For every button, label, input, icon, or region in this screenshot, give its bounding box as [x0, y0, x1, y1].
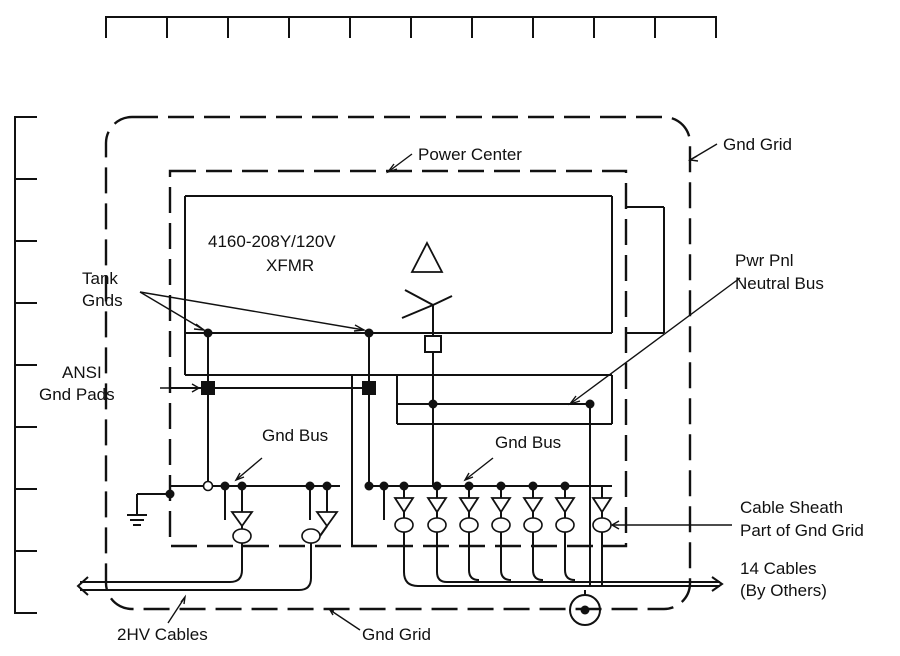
- tank-gnds-label-2: Gnds: [82, 291, 123, 310]
- hv-cables-label: 2HV Cables: [117, 625, 208, 644]
- left-ground-bus: [127, 485, 340, 526]
- hv-termination-1: [230, 511, 254, 528]
- delta-symbol: [410, 241, 444, 273]
- power-center-enclosure: [168, 169, 628, 548]
- xfmr-rating-label: 4160-208Y/120V: [208, 232, 336, 251]
- hv-cable-runs: [76, 500, 328, 596]
- ansi-label-2: Gnd Pads: [39, 385, 115, 404]
- gnd-grid-bottom-label: Gnd Grid: [362, 625, 431, 644]
- top-scale-ruler: [105, 16, 717, 38]
- cables-label-2: (By Others): [740, 581, 827, 600]
- right-ground-bus: [369, 485, 612, 520]
- wye-symbol: [401, 289, 453, 336]
- ansi-pad-left: [201, 381, 215, 395]
- lv-sheaths: [394, 517, 612, 533]
- gnd-grid-top-label: Gnd Grid: [723, 135, 792, 154]
- neutral-terminal: [424, 335, 442, 353]
- cable-sheath-label-1: Cable Sheath: [740, 498, 843, 517]
- lv-cable-runs: [403, 532, 724, 592]
- gnd-bus-right-label: Gnd Bus: [495, 433, 561, 452]
- tank-gnds-label-1: Tank: [82, 269, 118, 288]
- cable-bundle: [569, 590, 601, 626]
- pwr-pnl-label-2: Neutral Bus: [735, 274, 824, 293]
- ground-grid-boundary: [104, 115, 692, 611]
- gnd-bus-left-label: Gnd Bus: [262, 426, 328, 445]
- cable-sheath-label-2: Part of Gnd Grid: [740, 521, 864, 540]
- hv-termination-2: [315, 511, 339, 528]
- junction-dots: [165, 328, 595, 499]
- power-center-label: Power Center: [418, 145, 522, 164]
- power-panel-box: [626, 206, 665, 334]
- left-scale-ruler: [14, 116, 37, 614]
- pwr-pnl-label-1: Pwr Pnl: [735, 251, 794, 270]
- xfmr-name-label: XFMR: [266, 256, 314, 275]
- ansi-label-1: ANSI: [62, 363, 102, 382]
- ansi-pad-right: [362, 381, 376, 395]
- lv-terminations: [393, 497, 613, 518]
- hv-sheath-1: [232, 528, 252, 544]
- cables-label-1: 14 Cables: [740, 559, 817, 578]
- hv-sheath-2: [301, 528, 321, 544]
- leader-lines: [139, 143, 741, 631]
